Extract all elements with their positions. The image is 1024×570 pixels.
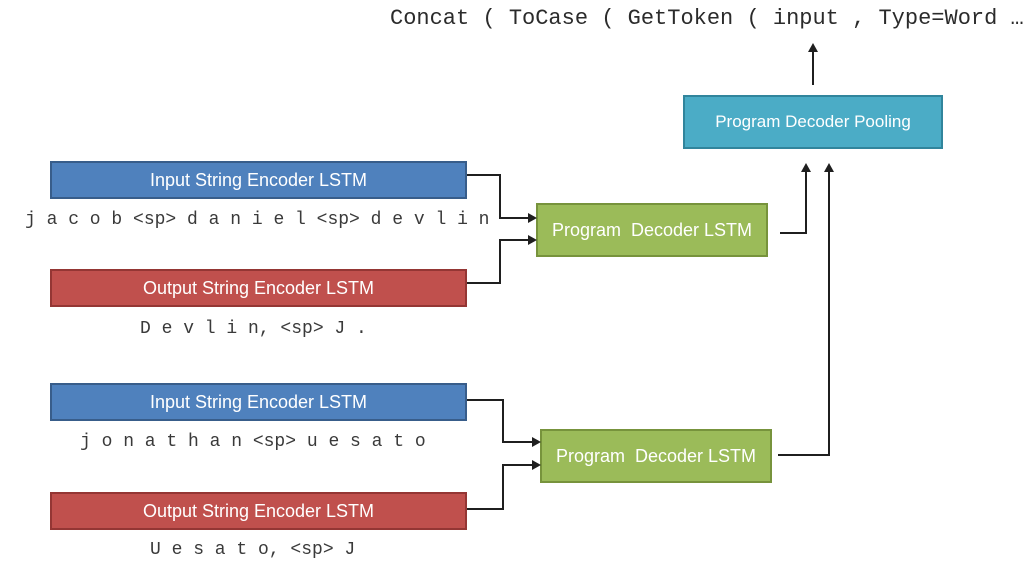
output-string-2: U e s a t o, <sp> J [150, 540, 356, 560]
arrow-output-encoder2-to-decoder2 [467, 460, 541, 510]
input-string-1: j a c o b <sp> d a n i e l <sp> d e v l … [25, 210, 490, 230]
program-decoder-box-2: Program Decoder LSTM [540, 429, 772, 483]
output-string-encoder-box-2: Output String Encoder LSTM [50, 492, 467, 530]
program-decoder-pooling-label: Program Decoder Pooling [715, 112, 911, 131]
output-string-encoder-box-1: Output String Encoder LSTM [50, 269, 467, 307]
input-string-encoder-label-2: Input String Encoder LSTM [149, 391, 368, 412]
output-string-encoder-label-2: Output String Encoder LSTM [142, 500, 375, 521]
output-string-1: D e v l i n, <sp> J . [140, 319, 367, 339]
input-string-encoder-box-1: Input String Encoder LSTM [50, 161, 467, 199]
program-decoder-pooling-box: Program Decoder Pooling [683, 95, 943, 149]
output-string-encoder-label-1: Output String Encoder LSTM [142, 277, 375, 298]
arrow-decoder1-to-pooling [780, 163, 811, 234]
input-string-encoder-box-2: Input String Encoder LSTM [50, 383, 467, 421]
predicted-program-text: Concat ( ToCase ( GetToken ( input , Typ… [390, 6, 1024, 31]
program-decoder-box-1: Program Decoder LSTM [536, 203, 768, 257]
arrow-decoder2-to-pooling [778, 163, 834, 456]
program-decoder-label-2: Program Decoder LSTM [555, 445, 757, 466]
arrow-input-encoder2-to-decoder2 [467, 399, 541, 447]
input-string-2: j o n a t h a n <sp> u e s a t o [80, 432, 426, 452]
program-decoder-label-1: Program Decoder LSTM [551, 219, 753, 240]
input-string-encoder-label-1: Input String Encoder LSTM [149, 169, 368, 190]
arrow-output-encoder1-to-decoder1 [467, 235, 537, 284]
